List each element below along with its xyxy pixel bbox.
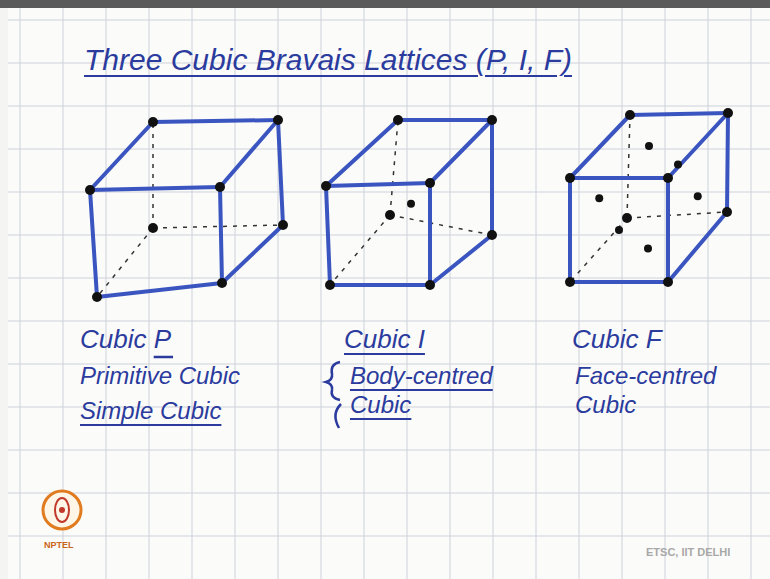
- logo-text: NPTEL: [44, 540, 74, 551]
- cube-edge: [90, 187, 220, 190]
- cube-edge: [430, 120, 492, 183]
- nptel-logo: [43, 491, 81, 529]
- lattice-point: [663, 277, 673, 287]
- lattice-point: [595, 194, 603, 202]
- lattice-point: [694, 192, 702, 200]
- hidden-edge: [390, 215, 492, 235]
- lattice-point: [425, 280, 435, 290]
- cube-edge: [326, 183, 430, 186]
- lattice-point: [615, 226, 623, 234]
- lattice-point: [321, 181, 331, 191]
- cube-edge: [398, 118, 492, 122]
- title: Three Cubic Bravais Lattices (P, I, F): [84, 42, 572, 78]
- cube-edge: [90, 122, 153, 190]
- lattice-point: [393, 115, 403, 125]
- lattice-point: [625, 110, 635, 120]
- cube-edge: [428, 183, 432, 285]
- lattice-name: Face-centred Cubic: [575, 362, 747, 420]
- cube-edge: [153, 120, 278, 122]
- hidden-edge: [627, 212, 727, 218]
- cube-edge: [570, 115, 630, 178]
- bracket: [335, 404, 341, 428]
- lattice-point: [565, 173, 575, 183]
- lattice-point: [425, 178, 435, 188]
- lattice-point: [644, 245, 652, 253]
- cube-edge: [220, 120, 278, 187]
- lattice-name: Body-centred Cubic: [350, 362, 522, 420]
- cube-edge: [90, 190, 97, 297]
- cube-edge: [278, 120, 283, 225]
- cube-lattice: [85, 115, 288, 302]
- hidden-edge: [390, 120, 398, 215]
- cube-edge: [490, 120, 494, 235]
- lattice-point: [722, 207, 732, 217]
- cube-lattice: [565, 108, 733, 287]
- cube-edge: [326, 186, 330, 285]
- hidden-edge: [570, 218, 627, 282]
- cube-edge: [430, 235, 492, 285]
- cube-edge: [220, 187, 222, 283]
- lattice-point: [645, 142, 653, 150]
- grid: [8, 8, 770, 579]
- lattice-point: [215, 182, 225, 192]
- hidden-edge: [330, 215, 390, 285]
- lattice-name: Cubic F: [572, 324, 662, 355]
- lattice-name: Simple Cubic: [80, 397, 221, 426]
- lattice-point: [487, 115, 497, 125]
- lattice-point: [565, 277, 575, 287]
- cube-edge: [668, 212, 727, 282]
- cube-edge: [727, 113, 728, 212]
- cube-edge: [97, 283, 222, 297]
- lattice-point: [148, 117, 158, 127]
- cube-edge: [630, 113, 728, 115]
- cube-edge: [568, 178, 572, 282]
- paper: [8, 8, 770, 579]
- lattice-point: [148, 223, 158, 233]
- lattice-point: [723, 108, 733, 118]
- cube-lattice: [321, 115, 497, 290]
- lattice-point: [273, 115, 283, 125]
- lattice-point: [385, 210, 395, 220]
- lattice-point: [278, 220, 288, 230]
- cube-edge: [222, 225, 283, 283]
- cube-edge: [668, 113, 728, 178]
- underline: [154, 356, 173, 359]
- hidden-edge: [627, 115, 630, 218]
- lattice-name: Cubic I: [344, 324, 425, 355]
- cube-edge: [326, 120, 398, 186]
- lattice-name: Primitive Cubic: [80, 362, 240, 391]
- cube-edge: [570, 280, 668, 284]
- cube-edge: [330, 283, 430, 287]
- hidden-edge: [152, 122, 154, 228]
- lattice-point: [92, 292, 102, 302]
- hidden-edge: [153, 225, 283, 228]
- brace: [326, 362, 340, 400]
- lattice-point: [217, 278, 227, 288]
- paper-edge: [0, 0, 770, 8]
- cube-edge: [666, 178, 670, 282]
- cube-edge: [570, 176, 668, 180]
- hidden-edge: [97, 228, 153, 297]
- lattice-point: [674, 161, 682, 169]
- lattice-point: [622, 213, 632, 223]
- lattice-point: [407, 200, 415, 208]
- lattice-point: [325, 280, 335, 290]
- lattice-point: [663, 173, 673, 183]
- lattice-point: [85, 185, 95, 195]
- lattice-name: Cubic P: [80, 324, 171, 355]
- lattice-point: [487, 230, 497, 240]
- watermark: ETSC, IIT DELHI: [646, 546, 730, 559]
